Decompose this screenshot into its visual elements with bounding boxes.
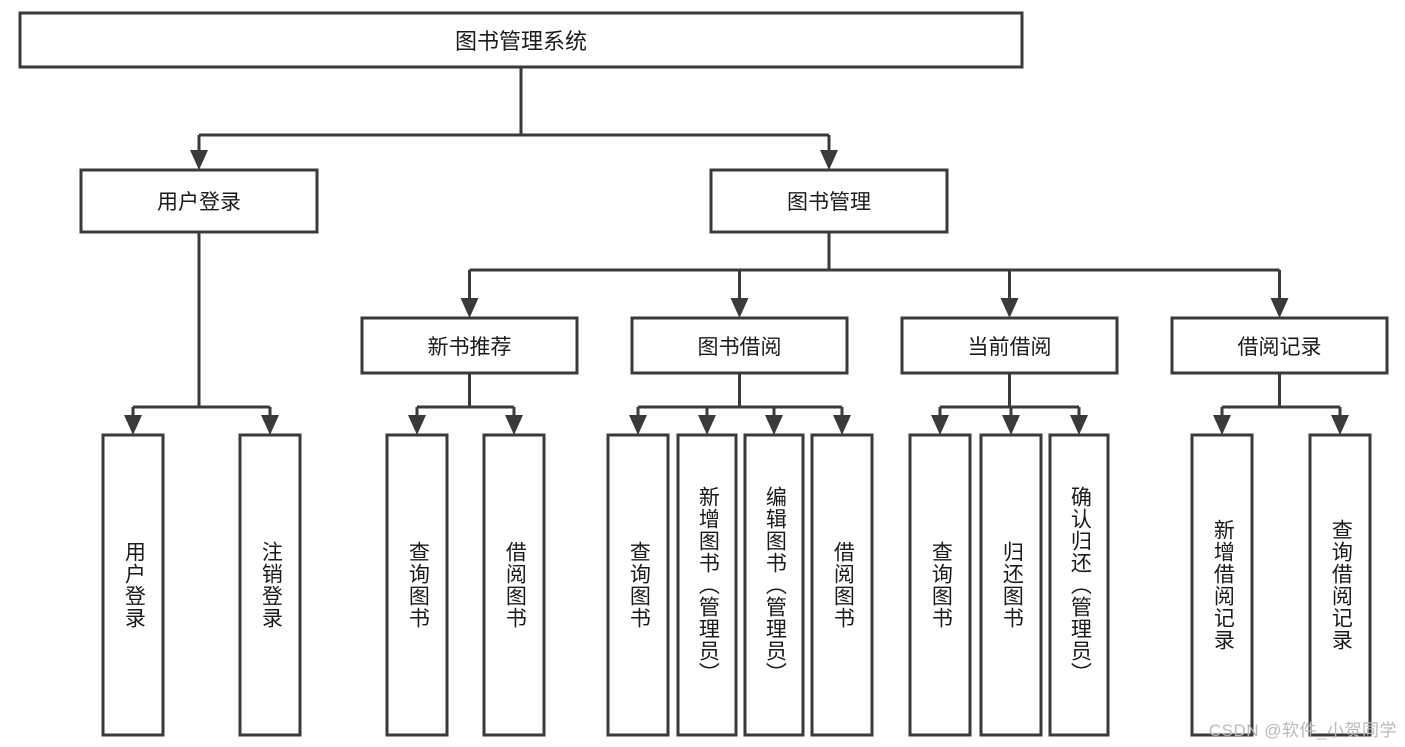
arrow-head-icon [1270,298,1289,318]
arrow-head-icon [1331,415,1349,435]
leaf-node-leaf-borrow-book-2[interactable] [810,433,874,737]
arrow-head-icon [1070,415,1088,435]
leaf-node-leaf-add-borrow-record[interactable] [1190,433,1254,737]
leaf-node-leaf-edit-book-admin[interactable] [743,433,805,737]
arrow-head-icon [124,415,142,435]
arrow-head-icon [931,415,949,435]
arrow-head-icon [833,415,851,435]
arrow-head-icon [190,150,208,170]
leaf-node-leaf-confirm-return[interactable] [1048,433,1110,737]
arrow-head-icon [460,298,479,318]
leaf-node-leaf-user-login[interactable] [101,433,165,737]
arrow-head-icon [765,415,783,435]
watermark: CSDN @软件_小贺同学 [1208,721,1397,740]
arrow-head-icon [408,415,426,435]
arrow-head-icon [1213,415,1231,435]
node-current-borrow[interactable] [900,316,1119,375]
arrow-head-icon [698,415,716,435]
arrow-head-icon [730,298,749,318]
arrow-head-icon [261,415,279,435]
node-borrow-record[interactable] [1170,316,1389,375]
arrow-head-icon [505,415,523,435]
leaf-node-leaf-add-book-admin[interactable] [676,433,738,737]
arrow-head-icon [1000,298,1019,318]
leaf-node-leaf-return-book[interactable] [979,433,1043,737]
node-box-layer [18,11,1389,737]
arrow-head-icon [820,150,838,170]
root-node-root[interactable] [18,11,1024,69]
node-user-login[interactable] [79,168,319,234]
leaf-node-leaf-query-book-2[interactable] [606,433,670,737]
leaf-node-leaf-query-borrow-record[interactable] [1308,433,1372,737]
node-book-borrow[interactable] [630,316,849,375]
arrow-head-icon [629,415,647,435]
node-new-book-recommend[interactable] [360,316,579,375]
leaf-node-leaf-query-book-3[interactable] [908,433,972,737]
node-book-manage[interactable] [709,168,949,234]
leaf-node-leaf-logout[interactable] [238,433,302,737]
arrow-head-icon [1002,415,1020,435]
connector-layer [124,67,1349,435]
leaf-node-leaf-query-book-1[interactable] [385,433,449,737]
leaf-node-leaf-borrow-book-1[interactable] [482,433,546,737]
